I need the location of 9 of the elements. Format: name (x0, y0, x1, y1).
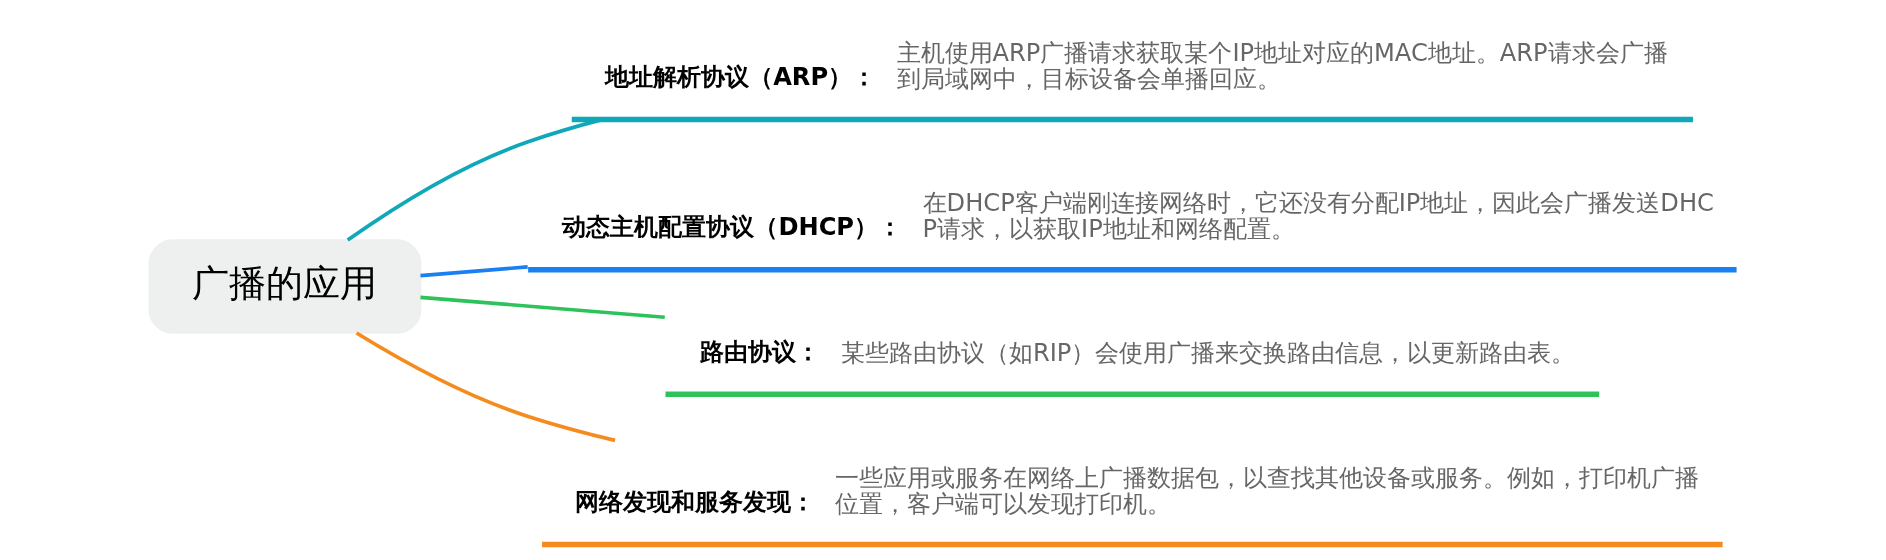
node-text: 动态主机配置协议（DHCP）： 在DHCP客户端刚连接网络时，它还没有分配IP地址，因此会广播发送DHCP请求，以获取IP地址和网络配置。 (562, 189, 1714, 244)
node-text: 路由协议： 某些路由协议（如RIP）会使用广播来交换路由信息，以更新路由表。 (699, 337, 1576, 368)
connector (420, 295, 665, 320)
connector (420, 265, 528, 278)
connector (346, 117, 603, 242)
node-text: 地址解析协议（ARP）： 主机使用ARP广播请求获取某个IP地址对应的MAC地址。ARP请求会广播到局域网中，目标设备会单播回应。 (605, 38, 1668, 93)
node-box: 广播的应用 (148, 239, 422, 334)
connector (355, 331, 616, 443)
node-text: 网络发现和服务发现： 一些应用或服务在网络上广播数据包，以查找其他设备或服务。例如，打印机广播位置，客户端可以发现打印机。 (575, 463, 1700, 518)
